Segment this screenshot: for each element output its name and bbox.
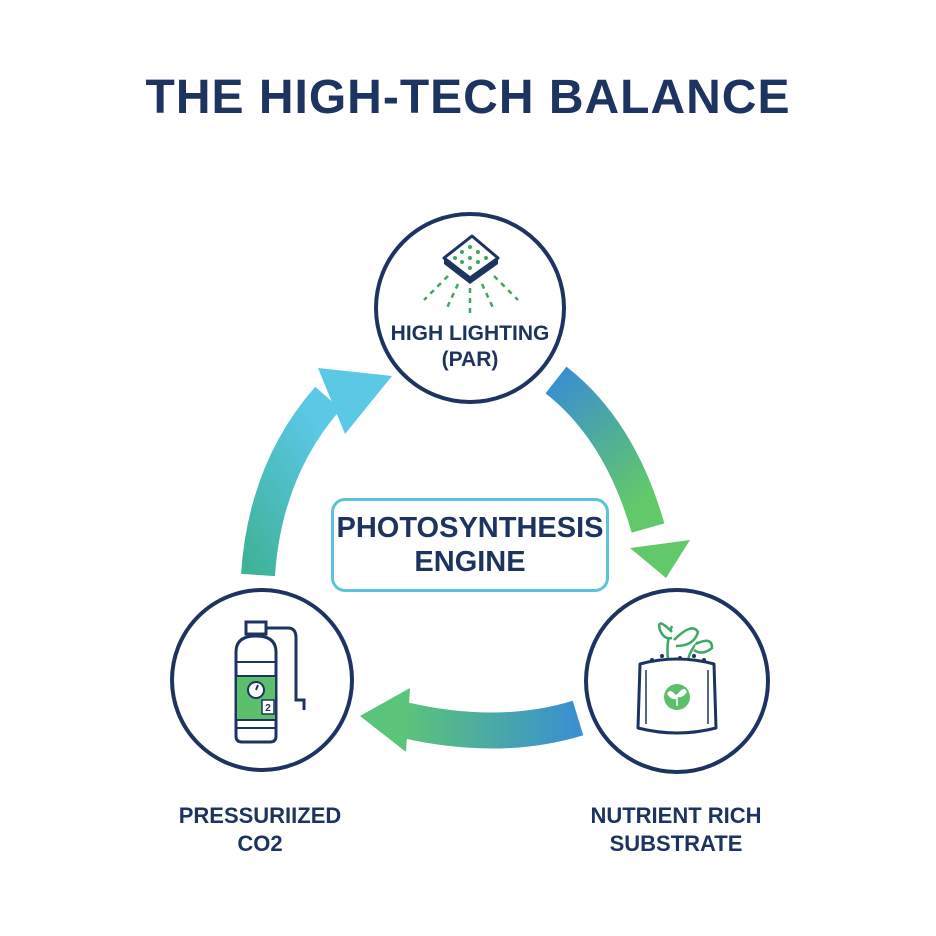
diagram-title: THE HIGH-TECH BALANCE [145,71,791,124]
co2-label: PRESSURIIZED CO2 [160,802,360,858]
co2-tank-badge: 2 [265,703,271,714]
center-label-line2: ENGINE [414,546,526,578]
substrate-label-line1: NUTRIENT RICH [590,803,762,828]
lighting-label-line1: HIGH LIGHTING [391,322,550,345]
node-co2: 2 [170,588,354,772]
substrate-label-line2: SUBSTRATE [609,831,743,856]
node-lighting: HIGH LIGHTING (PAR) [374,212,566,404]
soil-bag-icon [636,622,718,735]
node-substrate [584,588,770,774]
substrate-label: NUTRIENT RICH SUBSTRATE [566,802,786,858]
co2-label-line2: CO2 [237,831,283,856]
co2-tank-icon: 2 [234,620,306,744]
center-engine-box: PHOTOSYNTHESIS ENGINE [331,498,609,592]
co2-label-line1: PRESSURIIZED [178,803,342,828]
grow-light-icon [423,234,519,314]
arrow-lighting-to-substrate [545,366,690,578]
center-label-line1: PHOTOSYNTHESIS [336,512,604,544]
arrow-co2-to-lighting [241,368,392,577]
lighting-label-line2: (PAR) [442,348,499,371]
arrow-substrate-to-co2 [360,688,584,752]
